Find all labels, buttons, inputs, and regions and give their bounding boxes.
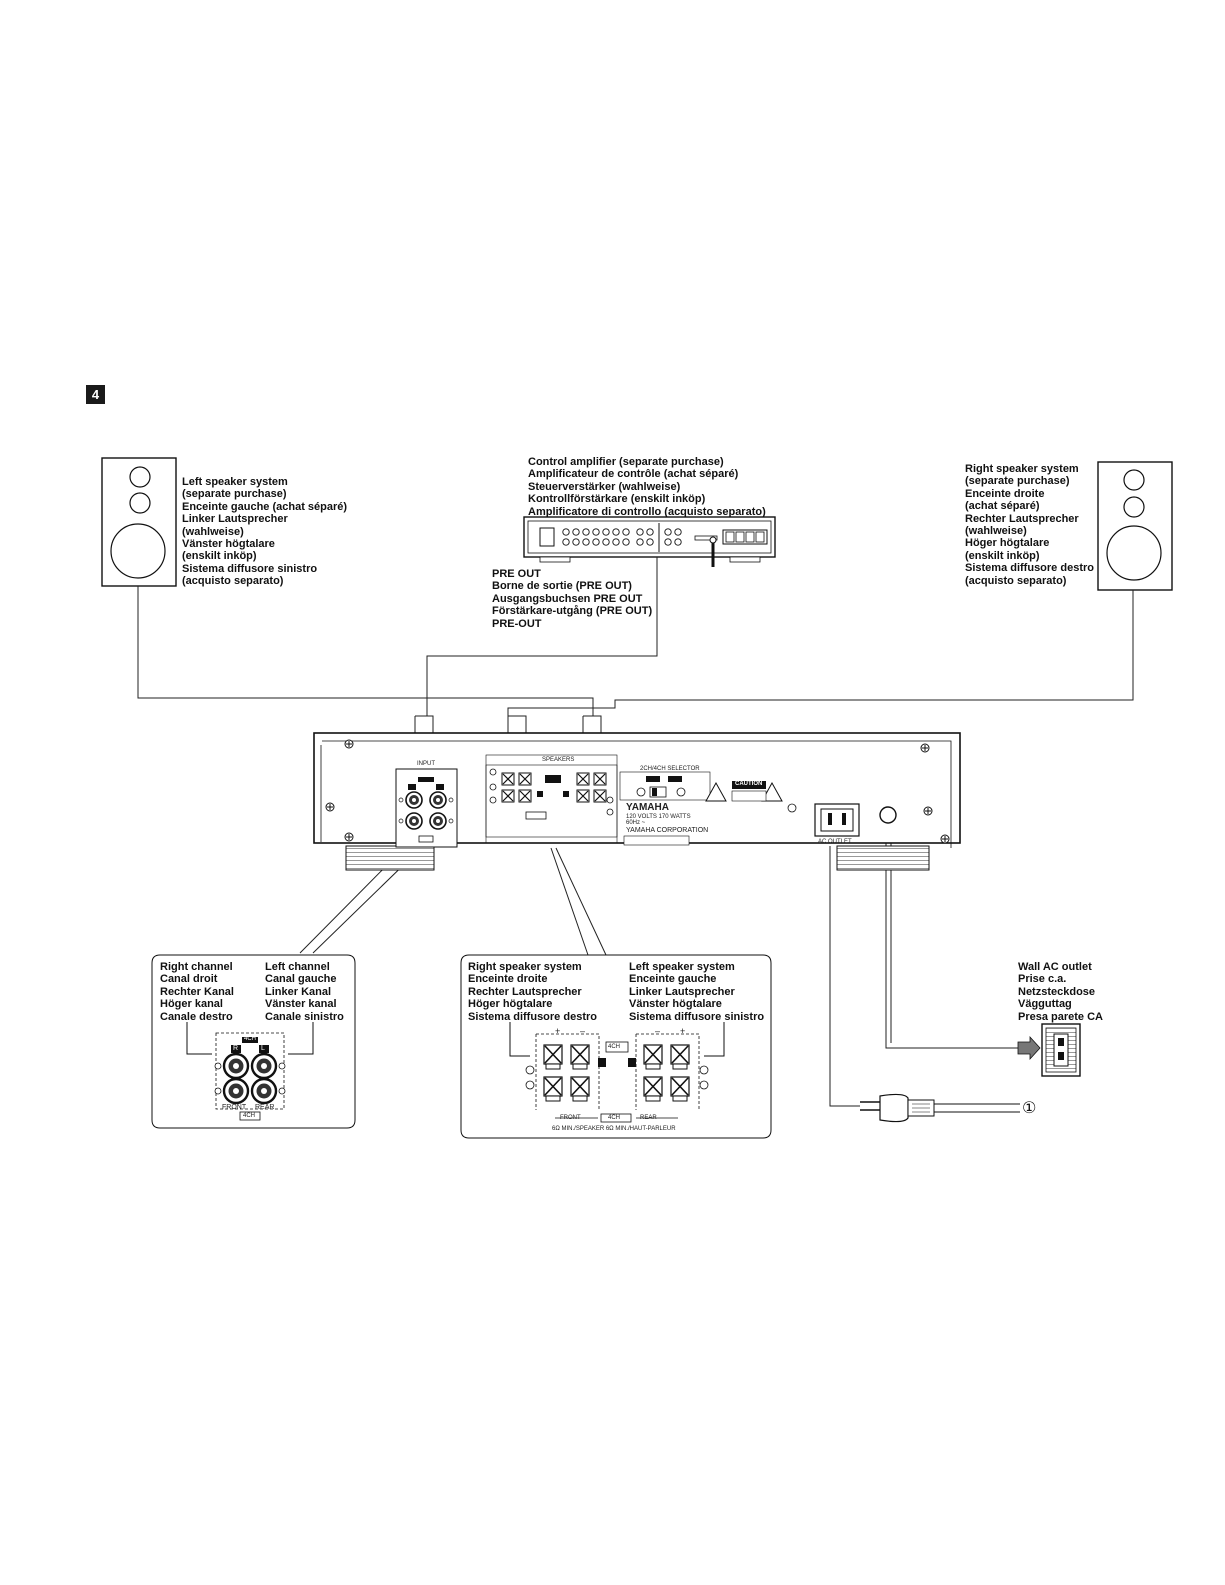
right-speaker-line: (wahlweise) [965,525,1027,538]
speaker-detail-right-line: Rechter Lautsprecher [468,985,582,998]
wall-outlet-line: Netzsteckdose [1018,985,1096,998]
wiring-lines [137,557,1134,1107]
speaker-detail-left-line: Linker Lautsprecher [629,985,735,998]
control-amplifier-line: Steuerverstärker (wahlweise) [528,480,681,493]
input-left-line: Linker Kanal [265,985,332,998]
speaker-detail-plus-left: + [555,1026,561,1036]
right-speaker-label: Right speaker system (separate purchase)… [965,463,1094,587]
ac-plug-drawing [860,1093,1020,1123]
pre-out-line: Ausgangsbuchsen PRE OUT [492,592,643,605]
right-speaker-line: Höger högtalare [965,537,1050,550]
wall-outlet-line: Wall AC outlet [1018,961,1092,973]
speaker-detail-plus-right: + [680,1026,686,1036]
right-speaker-line: Sistema diffusore destro [965,562,1094,575]
left-speaker-line: Left speaker system [182,476,288,488]
left-speaker-line: Vänster högtalare [182,538,275,551]
panel-frequency-text: 60Hz ~ [626,820,646,826]
right-speaker-line: Rechter Lautsprecher [965,512,1079,525]
left-speaker-line: Enceinte gauche (achat séparé) [182,500,348,513]
speaker-detail-minus-left: – [580,1026,586,1036]
input-right-line: Höger kanal [160,998,223,1011]
left-speaker-label: Left speaker system (separate purchase) … [182,476,347,588]
speaker-detail-right-line: Höger högtalare [468,998,553,1011]
right-speaker-line: (separate purchase) [965,475,1070,488]
panel-speakers-text: SPEAKERS [542,757,575,763]
input-front-text: FRONT [222,1104,247,1111]
pre-out-line: PRE-OUT [492,617,542,630]
speaker-detail-right-line: Enceinte droite [468,973,548,986]
input-l-tag: L [261,1045,265,1052]
pre-out-label: PRE OUT Borne de sortie (PRE OUT) Ausgan… [492,568,652,630]
panel-ac-outlet-text: AC OUTLET [818,839,852,845]
speaker-detail-right-label: Right speaker system Enceinte droite Rec… [468,961,597,1023]
input-left-line: Left channel [265,961,330,973]
plug-marker-number: ① [1022,1098,1037,1117]
input-right-channel-label: Right channel Canal droit Rechter Kanal … [160,961,234,1023]
left-speaker-drawing [101,457,177,587]
speaker-detail-4ch-text: 4CH [608,1115,621,1121]
speaker-detail-left-line: Vänster högtalare [629,998,722,1011]
speaker-detail-left-line: Sistema diffusore sinistro [629,1010,765,1023]
left-speaker-line: (enskilt inköp) [182,550,257,563]
control-amplifier-line: Amplificateur de contrôle (achat séparé) [528,468,739,481]
speaker-detail-front-text: FRONT [560,1115,581,1121]
panel-voltage-text: 120 VOLTS 170 WATTS [626,814,691,820]
right-speaker-drawing [1097,461,1173,591]
wall-outlet-line: Presa parete CA [1018,1010,1103,1023]
input-left-line: Canal gauche [265,973,337,986]
panel-brand-text: YAMAHA [626,802,669,813]
left-speaker-line: (separate purchase) [182,488,287,501]
right-speaker-line: (achat séparé) [965,500,1040,513]
speaker-detail-right-line: Right speaker system [468,961,582,973]
pre-out-line: Borne de sortie (PRE OUT) [492,580,632,593]
input-4ch-text: 4CH [243,1113,256,1119]
panel-corporation-text: YAMAHA CORPORATION [626,827,709,834]
left-speaker-line: (acquisto separato) [182,575,284,588]
right-speaker-line: (enskilt inköp) [965,549,1040,562]
control-amplifier-drawing [523,516,776,567]
input-rear-text: REAR [255,1104,275,1111]
pre-out-line: Förstärkare-utgång (PRE OUT) [492,605,653,618]
wall-outlet-label: Wall AC outlet Prise c.a. Netzsteckdose … [1018,961,1103,1023]
input-4ch-tag: 4CH [244,1036,257,1042]
control-amplifier-line: Control amplifier (separate purchase) [528,456,724,468]
input-right-line: Canale destro [160,1010,233,1023]
input-left-line: Canale sinistro [265,1010,344,1023]
wall-outlet-drawing [1017,1023,1081,1077]
speaker-detail-left-line: Left speaker system [629,961,735,973]
right-speaker-line: Right speaker system [965,463,1079,475]
speaker-detail-left-line: Enceinte gauche [629,973,717,986]
speaker-detail-minus-right: – [655,1026,661,1036]
speaker-detail-4ch-tag: 4CH [608,1044,621,1050]
input-right-line: Canal droit [160,973,218,986]
speaker-detail-left-label: Left speaker system Enceinte gauche Link… [629,961,764,1023]
right-speaker-line: Enceinte droite [965,487,1045,500]
input-detail-drawing [151,954,356,1129]
left-speaker-line: (wahlweise) [182,525,244,538]
right-speaker-line: (acquisto separato) [965,574,1067,587]
wall-outlet-line: Vägguttag [1018,998,1072,1011]
figure-number-badge: 4 [86,385,105,404]
left-speaker-line: Sistema diffusore sinistro [182,562,318,575]
panel-input-text: INPUT [417,761,435,767]
input-right-line: Rechter Kanal [160,985,234,998]
control-amplifier-label: Control amplifier (separate purchase) Am… [528,456,766,518]
input-left-channel-label: Left channel Canal gauche Linker Kanal V… [265,961,344,1023]
speaker-detail-right-line: Sistema diffusore destro [468,1010,597,1023]
input-right-line: Right channel [160,961,233,973]
panel-selector-text: 2CH/4CH SELECTOR [640,766,700,772]
control-amplifier-line: Amplificatore di controllo (acquisto sep… [528,505,766,518]
speaker-detail-rear-text: REAR [640,1115,657,1121]
pre-out-line: PRE OUT [492,568,541,580]
speaker-detail-drawing [460,954,772,1139]
panel-caution-text: CAUTION [735,781,763,787]
input-r-tag: R [233,1045,239,1052]
wall-outlet-line: Prise c.a. [1018,973,1067,986]
input-left-line: Vänster kanal [265,998,337,1011]
speaker-detail-impedance-text: 6Ω MIN./SPEAKER 6Ω MIN./HAUT-PARLEUR [552,1126,676,1132]
left-speaker-line: Linker Lautsprecher [182,513,288,526]
control-amplifier-line: Kontrollförstärkare (enskilt inköp) [528,493,706,506]
power-amplifier-drawing [313,732,961,871]
